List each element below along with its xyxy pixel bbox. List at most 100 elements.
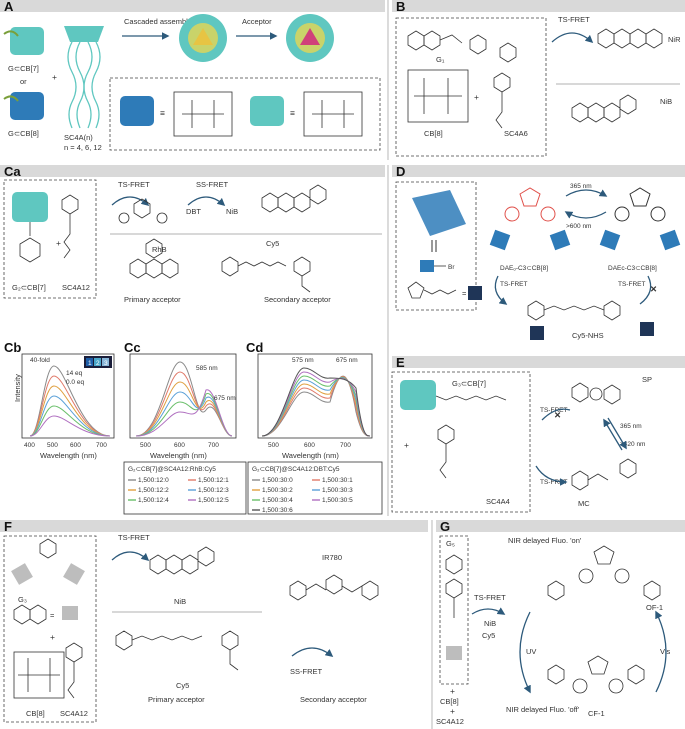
guest-cb7-label: G⊂CB[7] (8, 64, 39, 73)
cb7-block-Ca (12, 192, 48, 222)
D-600nm: >600 nm (566, 223, 591, 230)
NiB-label-G: NiB (484, 619, 496, 628)
E-TS-FRET-2: TS-FRET (540, 479, 567, 486)
NiB-label-F: NiB (174, 597, 186, 606)
NHS-structure (407, 281, 457, 299)
panel-Ca-label: Ca (4, 164, 21, 179)
equiv-1: ≡ (160, 108, 165, 118)
Cb-inset-1: 1 (88, 360, 92, 367)
legend-Cb-entry: 1,500:12:2 (138, 487, 169, 494)
host-n-label: n = 4, 6, 12 (64, 143, 102, 152)
Cb-curve (29, 405, 111, 437)
CB8-blue-shape (412, 190, 466, 236)
Cy5-label-F: Cy5 (176, 681, 189, 690)
panel-E-label: E (396, 355, 405, 370)
SP-structure (571, 382, 621, 405)
host-bowl (64, 26, 104, 42)
Cy5-NHS-label: Cy5-NHS (572, 331, 604, 340)
cb7-block (10, 27, 44, 55)
legend-Cb-entry: 1,500:12:3 (198, 487, 229, 494)
F-equals: = (50, 611, 55, 620)
F-gray-block-1 (11, 563, 33, 585)
D-reagent-box (395, 181, 477, 311)
F-gray-block-2 (63, 563, 85, 585)
Cb-curve (29, 385, 111, 437)
panel-G-label: G (440, 519, 450, 534)
D-TS-FRET-2: TS-FRET (618, 281, 645, 288)
panel-B-label: B (396, 0, 405, 14)
Cd-tick-600: 600 (304, 442, 315, 449)
Cd-ann-575: 575 nm (292, 357, 314, 364)
D-equals: = (462, 289, 467, 298)
OF-1-structure (547, 545, 661, 601)
guest-cb8-label: G⊂CB[8] (8, 129, 39, 138)
CB8-label-B: CB[8] (424, 129, 443, 138)
F-gray-square (62, 606, 78, 620)
CB8-label-G: CB[8] (440, 697, 459, 706)
Cb-ylabel: Intensity (13, 374, 22, 402)
plus-E: + (404, 440, 409, 450)
Cd-ann-675: 675 nm (336, 357, 358, 364)
Cb-axes (21, 353, 115, 439)
secondary-acceptor-Ca: Secondary acceptor (264, 295, 331, 304)
legend-Cd-entry: 1,500:30:0 (262, 477, 293, 484)
Ca-complex-box (3, 179, 97, 299)
primary-acceptor-Ca: Primary acceptor (124, 295, 181, 304)
legend-Cb-entry: 1,500:12:0 (138, 477, 169, 484)
G1-label: G₁ (436, 55, 445, 64)
SC4A12-label-G: SC4A12 (436, 717, 464, 726)
Cb-eq-a: 14 eq (66, 370, 83, 377)
panel-A: A G⊂CB[7] or G⊂CB[8] + SC4A(n) n = 4, 6,… (0, 0, 385, 152)
Cd-curves (261, 367, 371, 437)
panel-Cb-label: Cb (4, 340, 21, 355)
cb-structure-box (109, 77, 381, 151)
host-label: SC4A(n) (64, 133, 93, 142)
Cb-tick-600: 600 (70, 442, 81, 449)
Cb-curve (29, 365, 111, 437)
panel-Ca: Ca G₂⊂CB[7] + SC4A12 TS-FRET SS-FRET DBT… (0, 164, 385, 304)
equiv-2: ≡ (290, 108, 295, 118)
E-365nm: 365 nm (620, 423, 642, 430)
NiB-structure (571, 94, 637, 123)
panel-Cd: Cd 575 nm 675 nm 500 600 700 Wavelength … (246, 340, 373, 460)
G-gray-square (446, 646, 462, 660)
TS-FRET-G: TS-FRET (474, 593, 506, 602)
NiB-label-Ca: NiB (226, 207, 238, 216)
Cc-curve (135, 389, 233, 437)
DAE-open (489, 187, 571, 251)
RhB-structure (129, 238, 179, 279)
panel-Cd-label: Cd (246, 340, 263, 355)
Cb-tick-700: 700 (96, 442, 107, 449)
UV-label: UV (526, 647, 536, 656)
secondary-acceptor-F: Secondary acceptor (300, 695, 367, 704)
CF-1-label: CF-1 (588, 709, 605, 718)
legend-Cd-entry: 1,500:30:3 (322, 487, 353, 494)
legend-Cd-entry: 1,500:30:4 (262, 497, 293, 504)
B-host-guest-box (395, 17, 547, 157)
panel-B: B G₁ CB[8] + SC4A6 TS-FRET NiR (392, 0, 685, 157)
Cb-fold-label: 40-fold (30, 357, 50, 364)
panel-F-label: F (4, 519, 12, 534)
cb8-block (10, 92, 44, 120)
SC4A12-label-F: SC4A12 (60, 709, 88, 718)
NiB-structure-Ca (261, 184, 327, 213)
D-navy-square (468, 286, 482, 300)
Cc-tick-500: 500 (140, 442, 151, 449)
Cb-inset-3: 3 (104, 360, 108, 367)
E-TS-FRET-1: TS-FRET (540, 407, 567, 414)
D-blue-square (420, 260, 434, 272)
Cc-xlabel: Wavelength (nm) (150, 451, 207, 460)
G1-structure (407, 30, 517, 63)
Cb-tick-500: 500 (47, 442, 58, 449)
G3-CB7-label-E: G₃⊂CB[7] (452, 379, 486, 388)
legend-Cd-entry: 1,500:30:2 (262, 487, 293, 494)
G-guest-box (439, 535, 469, 685)
G3-label-F: G₃ (18, 595, 27, 604)
Cb-curve (29, 395, 111, 437)
cb7-block-E (400, 380, 436, 410)
TS-FRET-F: TS-FRET (118, 533, 150, 542)
plus-Ca: + (56, 238, 61, 248)
RhB-label: RhB (152, 245, 167, 254)
D-navy-square-3 (640, 322, 654, 336)
